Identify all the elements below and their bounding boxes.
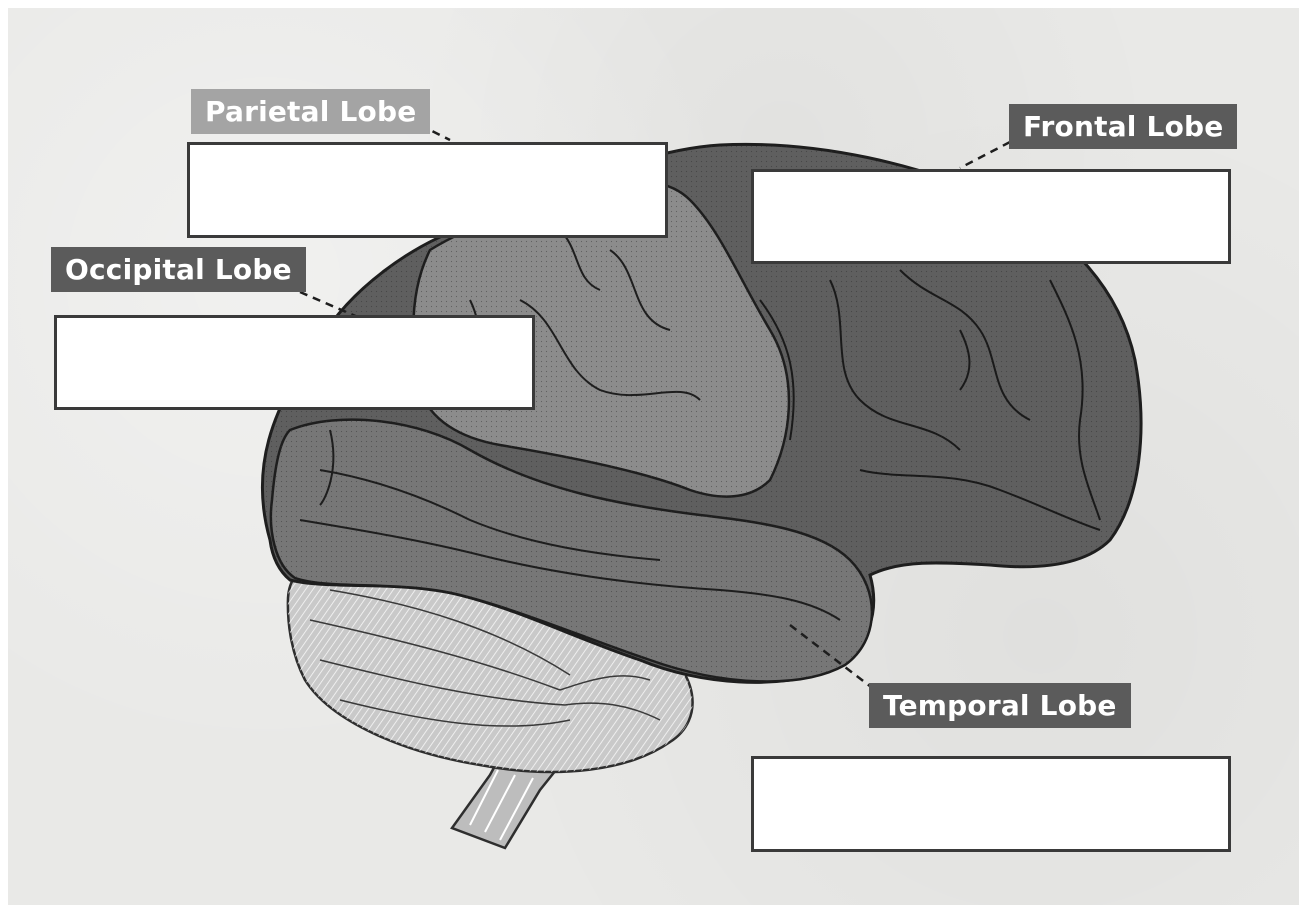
frontal-lobe-label: Frontal Lobe <box>1009 104 1237 149</box>
occipital-answer-box[interactable] <box>54 315 535 410</box>
temporal-lobe-label: Temporal Lobe <box>869 683 1131 728</box>
parietal-lobe-label: Parietal Lobe <box>191 89 430 134</box>
occipital-lobe-label: Occipital Lobe <box>51 247 306 292</box>
frontal-leader <box>960 142 1010 168</box>
parietal-answer-box[interactable] <box>187 142 668 238</box>
frontal-answer-box[interactable] <box>751 169 1231 264</box>
temporal-answer-box[interactable] <box>751 756 1231 852</box>
